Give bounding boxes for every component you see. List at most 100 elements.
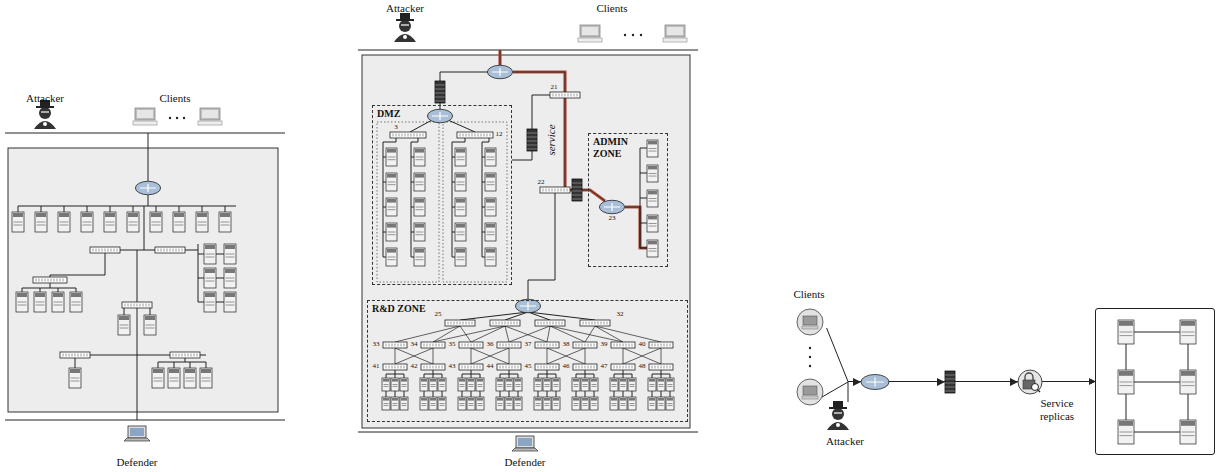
- switch-port: [667, 366, 668, 369]
- server-slot: [457, 157, 465, 158]
- server-icon: [386, 223, 397, 241]
- server-panel: [573, 379, 579, 382]
- server-slot: [152, 225, 161, 226]
- server-slot: [83, 222, 92, 223]
- switch-port: [556, 344, 557, 347]
- server-icon: [619, 378, 627, 391]
- server-slot: [402, 405, 407, 406]
- network-wire: [198, 254, 204, 255]
- network-wire: [18, 206, 19, 212]
- server-slot: [226, 281, 235, 282]
- switch-icon: [497, 364, 521, 370]
- network-wire: [158, 362, 206, 363]
- server-slot: [621, 405, 626, 406]
- server-slot: [516, 403, 521, 404]
- network-wire: [395, 348, 433, 364]
- server-slot: [668, 384, 673, 385]
- network-wire: [547, 370, 548, 374]
- network-wire: [198, 244, 199, 302]
- subnet-outline: [377, 122, 439, 282]
- switch-port: [484, 134, 485, 137]
- switch-icon: [580, 320, 610, 326]
- switch-port: [556, 366, 557, 369]
- network-wire: [40, 288, 41, 292]
- switch-port: [601, 322, 602, 325]
- server-icon: [628, 378, 636, 391]
- server-panel: [506, 379, 512, 382]
- server-slot: [402, 384, 407, 385]
- server-slot: [478, 384, 483, 385]
- switch-port: [164, 249, 165, 252]
- switch-port: [664, 366, 665, 369]
- network-wire: [594, 374, 595, 378]
- server-slot: [574, 384, 579, 385]
- firewall-icon: [435, 81, 445, 103]
- network-wire: [538, 391, 539, 397]
- network-wire: [547, 391, 548, 397]
- network-wire: [395, 370, 396, 374]
- switch-port: [667, 344, 668, 347]
- firewall-brick: [945, 391, 955, 392]
- server-slot: [649, 251, 657, 252]
- server-panel: [658, 379, 664, 382]
- server-icon: [648, 378, 656, 391]
- server-slot: [226, 305, 235, 306]
- zone-box: DMZ: [372, 105, 512, 285]
- network-wire: [538, 374, 539, 378]
- network-wire: [547, 348, 548, 364]
- server-slot: [1182, 435, 1195, 436]
- server-panel: [553, 398, 559, 401]
- server-slot: [1120, 385, 1133, 386]
- server-panel: [383, 379, 389, 382]
- switch-port: [188, 354, 189, 357]
- attacker-glasses: [834, 412, 842, 413]
- server-panel: [415, 174, 424, 178]
- switch-port: [541, 322, 542, 325]
- network-wire: [509, 370, 510, 374]
- server-icon: [414, 148, 425, 166]
- switch-port: [567, 189, 568, 192]
- server-slot: [545, 405, 550, 406]
- flow-arrow: [853, 378, 861, 386]
- server-slot: [416, 257, 424, 258]
- switch-icon: [490, 320, 520, 326]
- server-panel: [415, 199, 424, 203]
- switch-port: [652, 366, 653, 369]
- server-panel: [667, 398, 673, 401]
- network-wire: [623, 391, 624, 397]
- switch-port: [468, 344, 469, 347]
- network-wire: [480, 391, 481, 397]
- network-wire: [471, 348, 472, 364]
- switch-port: [179, 249, 180, 252]
- switch-port: [549, 189, 550, 192]
- switch-port: [398, 344, 399, 347]
- switch-port: [54, 279, 55, 282]
- switch-port: [466, 134, 467, 137]
- switch-port: [594, 366, 595, 369]
- server-slot: [388, 259, 396, 260]
- router-arrows: [604, 203, 620, 211]
- switch-port: [463, 134, 464, 137]
- network-wire: [500, 374, 501, 378]
- switch-port: [620, 366, 621, 369]
- network-wire: [528, 193, 555, 299]
- server-slot: [431, 405, 436, 406]
- server-panel: [1119, 321, 1133, 326]
- server-slot: [54, 305, 63, 306]
- server-slot: [106, 222, 115, 223]
- switch-port: [632, 344, 633, 347]
- node-label: Clients: [793, 288, 824, 301]
- server-slot: [384, 384, 389, 385]
- server-slot: [422, 405, 427, 406]
- attacker-glasses: [41, 111, 49, 112]
- switch-port: [604, 322, 605, 325]
- network-wire: [383, 182, 386, 183]
- firewall-brick: [572, 187, 582, 188]
- network-wire: [76, 288, 77, 292]
- server-slot: [221, 225, 230, 226]
- server-panel: [185, 369, 195, 373]
- server-slot: [469, 386, 474, 387]
- network-wire: [505, 312, 528, 320]
- ellipsis-dot: [624, 34, 626, 36]
- switch-port: [167, 249, 168, 252]
